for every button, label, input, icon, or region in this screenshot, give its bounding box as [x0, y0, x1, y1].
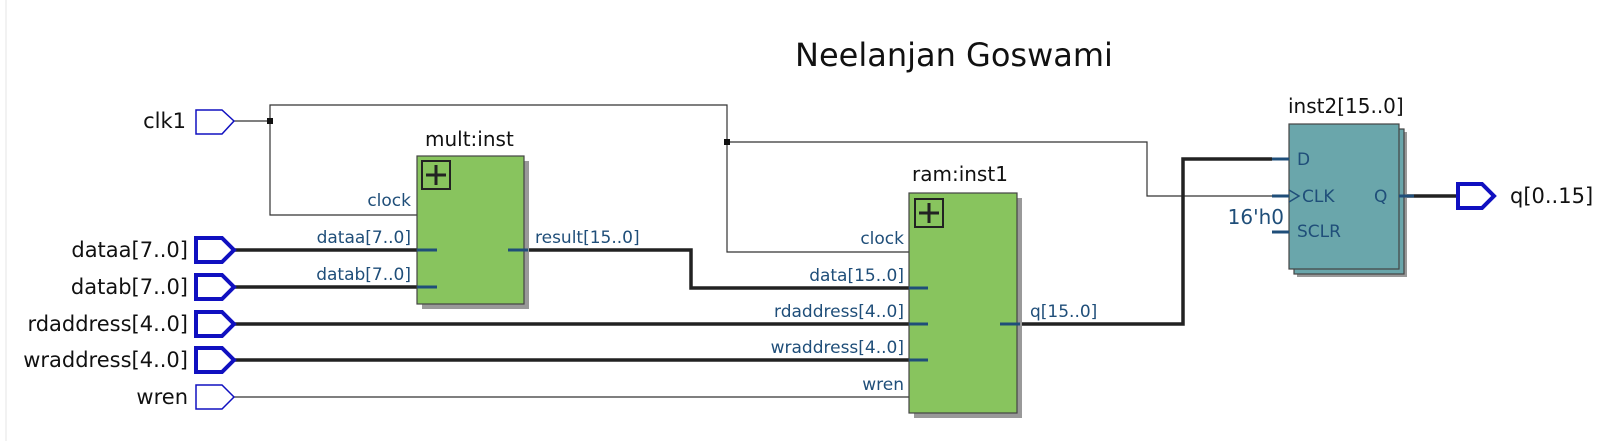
- clock-edge-icon: [1288, 189, 1301, 203]
- ram-q-pin: q[15..0]: [1030, 302, 1097, 322]
- mult-result-pin: result[15..0]: [535, 228, 640, 248]
- ram-q-wire: [1000, 157, 1272, 326]
- mult-block[interactable]: mult:inst clock dataa[7..0] datab[7..0] …: [316, 127, 640, 309]
- result-wire: [508, 248, 928, 290]
- datab-input-port[interactable]: datab[7..0]: [71, 273, 237, 301]
- wren-label: wren: [136, 385, 188, 409]
- mult-clock-pin: clock: [367, 191, 411, 211]
- wraddress-label: wraddress[4..0]: [23, 348, 188, 372]
- clk1-label: clk1: [143, 109, 186, 133]
- wren-input-port[interactable]: wren: [136, 384, 236, 410]
- ram-wren-pin: wren: [862, 375, 904, 395]
- ram-data-pin: data[15..0]: [809, 266, 904, 286]
- datab-label: datab[7..0]: [71, 275, 188, 299]
- register-d-pin: D: [1297, 150, 1310, 170]
- expand-plus-icon[interactable]: [914, 198, 944, 228]
- mult-instance-name: mult:inst: [425, 127, 514, 151]
- expand-plus-icon[interactable]: [421, 160, 451, 190]
- rdaddress-label: rdaddress[4..0]: [27, 312, 188, 336]
- q-output-label: q[0..15]: [1510, 184, 1593, 208]
- register-q-pin: Q: [1374, 187, 1387, 207]
- ram-instance-name: ram:inst1: [912, 162, 1008, 186]
- wraddress-input-port[interactable]: wraddress[4..0]: [23, 346, 237, 374]
- mult-dataa-pin: dataa[7..0]: [317, 228, 411, 248]
- ram-wraddress-pin: wraddress[4..0]: [771, 338, 904, 358]
- dataa-input-port[interactable]: dataa[7..0]: [71, 236, 237, 264]
- register-sclr-pin: SCLR: [1297, 222, 1341, 242]
- ram-rdaddress-pin: rdaddress[4..0]: [774, 302, 904, 322]
- mult-datab-pin: datab[7..0]: [316, 265, 411, 285]
- ram-clock-pin: clock: [860, 229, 904, 249]
- clk1-input-port[interactable]: clk1: [143, 109, 236, 135]
- register-block[interactable]: inst2[15..0] D CLK SCLR Q 16'h0: [1228, 94, 1414, 277]
- register-instance-name: inst2[15..0]: [1288, 94, 1404, 118]
- q-output-port[interactable]: q[0..15]: [1456, 182, 1593, 210]
- ram-block[interactable]: ram:inst1 clock data[15..0] rdaddress[4.…: [771, 162, 1098, 418]
- dataa-label: dataa[7..0]: [71, 238, 188, 262]
- diagram-title: Neelanjan Goswami: [795, 36, 1113, 74]
- sclr-constant: 16'h0: [1228, 205, 1284, 229]
- register-clk-pin: CLK: [1302, 187, 1335, 207]
- clk1-net: [233, 104, 1272, 253]
- rdaddress-input-port[interactable]: rdaddress[4..0]: [27, 310, 237, 338]
